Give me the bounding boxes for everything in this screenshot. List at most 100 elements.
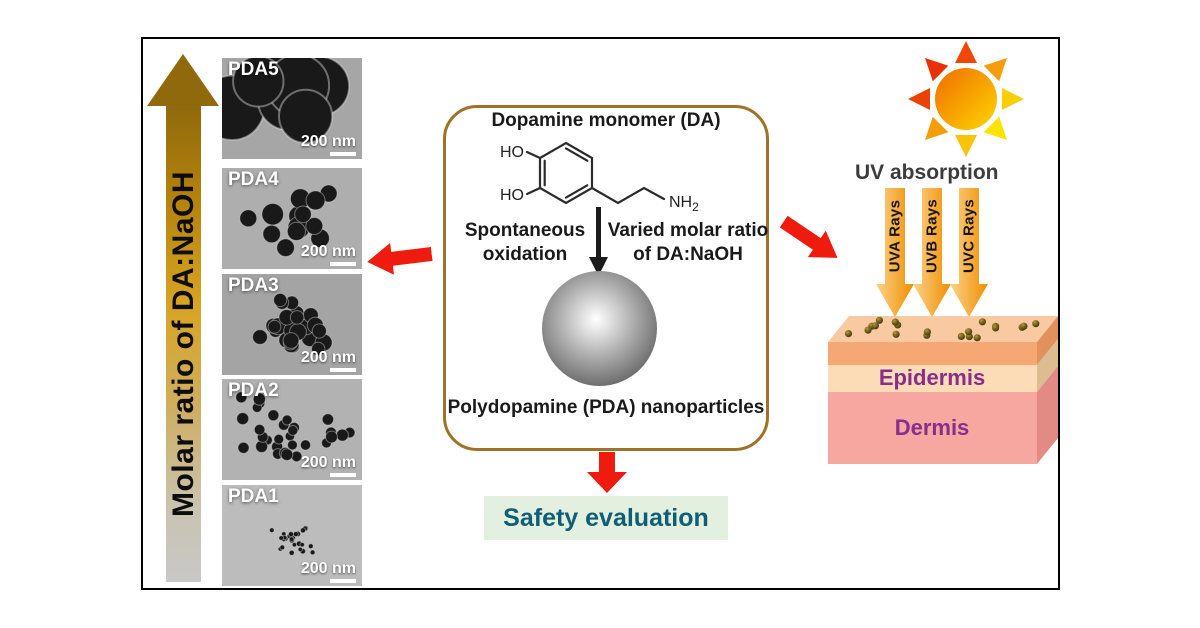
sun-ray xyxy=(955,135,977,157)
tem-particle xyxy=(299,542,305,548)
tem-particle xyxy=(305,217,324,235)
safety-evaluation-box: Safety evaluation xyxy=(484,496,728,540)
pda-dot xyxy=(965,328,973,336)
tem-panel-label: PDA4 xyxy=(228,169,279,190)
hydroxyl-bottom-label: HO xyxy=(500,187,524,204)
scale-bar-label: 200 nm xyxy=(300,349,356,366)
pda-product-label: Polydopamine (PDA) nanoparticles xyxy=(447,397,765,418)
tem-micrograph xyxy=(252,292,333,357)
scale-bar-label: 200 nm xyxy=(300,243,356,260)
tem-panel: PDA3 200 nm xyxy=(222,274,362,375)
molar-ratio-axis-label: Molar ratio of DA:NaOH xyxy=(167,170,200,518)
tem-panel-label: PDA3 xyxy=(228,275,279,296)
tem-panel: PDA2 200 nm xyxy=(222,379,362,480)
tem-particle xyxy=(307,543,314,550)
sun-icon xyxy=(908,41,1024,157)
amine-label: NH2 xyxy=(669,194,699,214)
scale-bar-label: 200 nm xyxy=(300,133,356,150)
scale-bar: 200 nm xyxy=(301,350,356,372)
tem-particle xyxy=(281,414,293,426)
scale-bar-label: 200 nm xyxy=(300,454,356,471)
tem-particle xyxy=(239,209,258,228)
uv-ray-arrow: UVC Rays xyxy=(949,188,989,318)
tem-particle xyxy=(294,205,312,224)
tem-particle xyxy=(282,332,300,349)
tem-panel: PDA1 200 nm xyxy=(222,485,362,586)
molar-ratio-arrow-head xyxy=(147,54,219,106)
tem-micrograph xyxy=(239,184,338,257)
tem-particle xyxy=(237,441,250,454)
tem-particle xyxy=(299,439,312,451)
uv-ray-arrow: UVB Rays xyxy=(912,188,952,318)
tem-panel: PDA5 200 nm xyxy=(222,58,362,159)
tem-particle xyxy=(335,428,349,442)
sun-ray xyxy=(925,116,949,140)
sun-ray xyxy=(983,58,1007,82)
arrow-to-safety-icon xyxy=(587,452,627,493)
tem-particle xyxy=(287,425,299,436)
tem-particle xyxy=(289,310,305,325)
tem-particle xyxy=(252,329,268,345)
pda-dot xyxy=(891,318,899,326)
scale-bar-line xyxy=(330,579,356,583)
scale-bar-label: 200 nm xyxy=(300,560,356,577)
skin-top-face xyxy=(828,316,1058,342)
pda-dot xyxy=(871,322,879,330)
tem-particle xyxy=(292,531,299,538)
scale-bar: 200 nm xyxy=(301,134,356,156)
uv-ray-label: UVC Rays xyxy=(960,198,978,274)
dopamine-structure: HO HO NH2 xyxy=(500,141,699,214)
tem-particle xyxy=(280,448,294,461)
sun-ray xyxy=(1002,88,1024,110)
sun-ray xyxy=(908,88,930,110)
tem-panel: PDA4 200 nm xyxy=(222,168,362,269)
tem-particle xyxy=(288,536,295,543)
scale-bar: 200 nm xyxy=(301,244,356,266)
tem-micrograph xyxy=(269,525,316,556)
skin-side-face-3 xyxy=(1037,366,1058,464)
tem-particle xyxy=(273,433,285,445)
pda-dot xyxy=(864,326,872,334)
nanoparticle-dots xyxy=(844,316,1040,342)
uv-ray-label: UVA Rays xyxy=(886,199,904,273)
ethylamine-chain xyxy=(590,186,666,205)
scale-bar-line xyxy=(330,473,356,477)
scale-bar: 200 nm xyxy=(301,455,356,477)
tem-particle xyxy=(287,531,295,538)
tem-particle xyxy=(261,202,285,226)
skin-side-face-1 xyxy=(1037,316,1058,365)
scale-bar-line xyxy=(330,152,356,156)
scale-bar: 200 nm xyxy=(301,561,356,583)
tem-micrograph xyxy=(235,391,356,463)
tem-particle xyxy=(311,341,326,357)
tem-panel-label: PDA1 xyxy=(228,486,279,507)
pda-dot xyxy=(992,324,1000,332)
tem-panel-label: PDA5 xyxy=(228,59,279,80)
arrow-to-tem-icon xyxy=(367,242,433,275)
tem-particle xyxy=(287,439,298,451)
pda-dot xyxy=(978,318,986,326)
pda-dot xyxy=(1032,320,1040,328)
pda-dot xyxy=(844,330,853,338)
pda-dot xyxy=(892,330,900,338)
tem-panel-label: PDA2 xyxy=(228,380,279,401)
scale-bar-line xyxy=(330,262,356,266)
reaction-down-arrow-icon xyxy=(589,207,608,276)
uv-ray-label: UVB Rays xyxy=(923,198,941,274)
hydroxyl-top-label: HO xyxy=(500,144,524,161)
tem-particle xyxy=(309,549,316,556)
tem-particle xyxy=(305,190,326,211)
sun-ray xyxy=(925,58,949,82)
tem-particle xyxy=(273,292,288,308)
uv-ray-arrow: UVA Rays xyxy=(875,188,915,318)
spontaneous-oxidation-label: Spontaneous oxidation xyxy=(464,220,586,265)
benzene-ring xyxy=(538,141,594,205)
molar-ratio-arrow-shaft xyxy=(166,105,201,582)
pda-dot xyxy=(1020,322,1028,330)
epidermis-layer xyxy=(828,365,1037,392)
tem-particle xyxy=(253,423,266,436)
pda-dot xyxy=(973,334,981,342)
pda-dot xyxy=(957,332,965,340)
uv-ray-arrow-icon xyxy=(876,188,914,317)
